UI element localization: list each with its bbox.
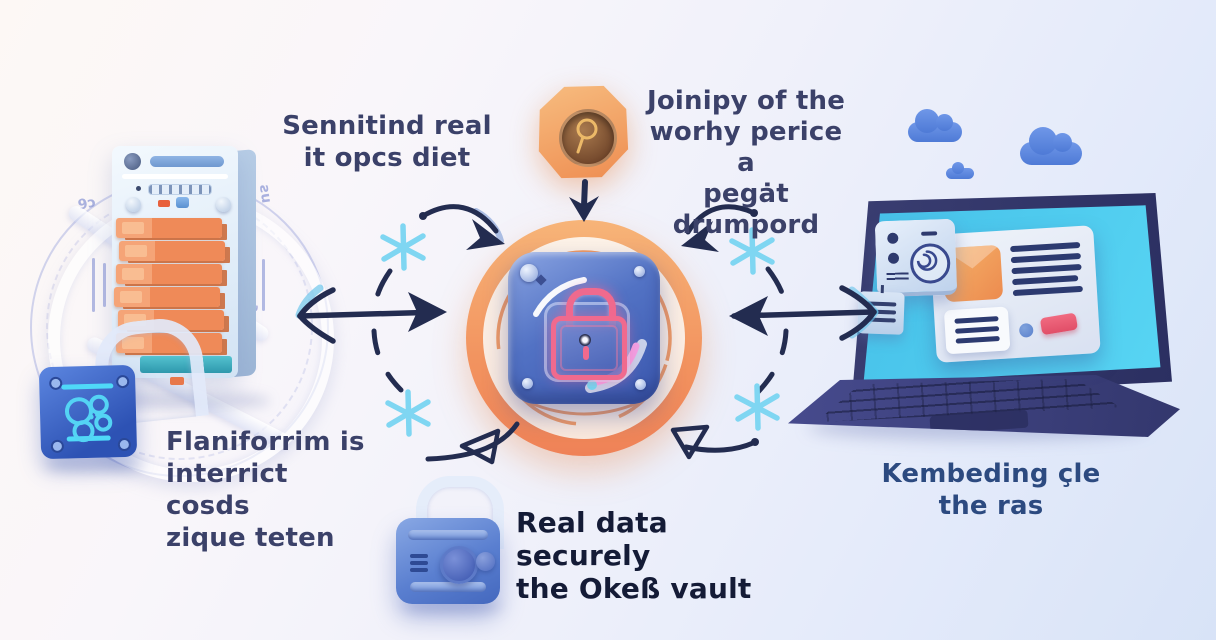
server-foot — [170, 377, 184, 385]
drive-tray — [119, 241, 225, 261]
key-badge-center — [559, 109, 617, 167]
pink-button-shape — [1039, 312, 1079, 336]
rivet — [522, 378, 533, 389]
note-card — [857, 284, 905, 335]
label-top-left: Sennitind real it opcs diet — [272, 110, 502, 174]
server-knob — [216, 197, 231, 212]
label-bottom-right: Kembeding çle the ras — [876, 458, 1106, 522]
keyhole-stem — [583, 346, 589, 360]
text-line — [955, 326, 1000, 334]
label-line: Joinipy of the — [646, 86, 846, 116]
curved-arrow-top-left — [419, 204, 505, 250]
rivet — [634, 266, 645, 277]
server-divider-line — [122, 174, 228, 179]
label-line: worhy perice a — [649, 117, 843, 178]
molecule-lock-icon — [38, 364, 138, 460]
note-antenna — [880, 284, 884, 294]
label-line: Kembeding çle — [881, 459, 1101, 489]
mini-note-card — [943, 306, 1011, 355]
label-line: interrict cosds — [166, 459, 288, 521]
rivet — [520, 264, 538, 282]
key-badge — [536, 84, 630, 180]
drive-tray — [116, 264, 222, 284]
dial-lock-icon — [396, 518, 500, 604]
lock-ridge — [408, 530, 488, 540]
server-dip-switches — [148, 184, 212, 195]
avatar-dot-icon — [887, 232, 899, 244]
server-base-strip — [140, 356, 232, 373]
stripe-rows — [886, 272, 909, 283]
label-top-right: Joinipy of the worhy perice a pegȧt drum… — [638, 86, 854, 241]
text-line — [1010, 252, 1081, 263]
dashed-arc-left — [371, 268, 404, 393]
server-mini-display — [176, 197, 189, 208]
dashed-arc-right — [755, 266, 789, 395]
drive-tray — [114, 287, 220, 307]
label-line: Sennitind real — [282, 111, 492, 141]
curved-arrow-bottom-left — [425, 421, 520, 465]
right-double-arrow — [729, 285, 879, 341]
dash-line — [921, 231, 938, 236]
label-line: pegȧt — [703, 179, 789, 209]
dial-knob — [440, 546, 478, 584]
molecule-icon — [64, 394, 113, 443]
text-line — [954, 316, 999, 324]
lock-slit — [410, 561, 428, 565]
lock-slit — [410, 554, 428, 558]
neon-padlock-icon — [551, 316, 627, 380]
lock-shackle — [416, 476, 504, 549]
text-line — [955, 336, 1000, 344]
rivet — [635, 379, 646, 390]
coin-spiral-icon — [909, 242, 951, 285]
secure-vault-panel — [508, 252, 660, 404]
rivet — [49, 376, 63, 391]
drive-tray — [116, 218, 222, 238]
text-line — [1012, 275, 1079, 285]
drive-tray — [118, 310, 224, 330]
label-line: drumpord — [672, 210, 820, 240]
rivet — [116, 374, 130, 389]
curved-arrow-bottom-right — [670, 424, 759, 460]
label-bottom-center: Real data securely the Okeß vault — [516, 506, 806, 605]
lock-ridge — [410, 582, 486, 592]
label-line: it opcs diet — [303, 143, 471, 173]
text-line — [865, 309, 897, 315]
dial-knob-small — [476, 552, 495, 571]
text-line — [1012, 285, 1083, 296]
keyhole-icon — [579, 334, 591, 346]
text-line — [1010, 241, 1081, 252]
lock-shadow — [44, 458, 144, 472]
text-line — [866, 301, 897, 307]
server-power-button — [124, 153, 141, 170]
cloud-icon — [946, 162, 974, 179]
label-line: the Okeß vault — [516, 572, 752, 605]
lock-slit — [410, 568, 428, 572]
cloud-icon — [1020, 127, 1082, 165]
label-line: zique teten — [166, 523, 335, 553]
text-line — [1011, 263, 1082, 274]
server-knob — [126, 197, 141, 212]
label-bottom-left: Flaniforrim is interrict cosds zique tet… — [166, 426, 380, 554]
label-line: Real data securely — [516, 506, 668, 572]
blue-dot-icon — [1018, 322, 1034, 338]
avatar-dot-icon — [887, 252, 900, 264]
label-line: Flaniforrim is — [166, 427, 365, 457]
cloud-icon — [908, 109, 962, 142]
drive-stack — [114, 218, 225, 356]
neon-padlock-shackle — [566, 288, 616, 327]
down-arrow — [569, 179, 599, 222]
server-led-dot — [136, 186, 141, 191]
decor-glyph: ƨu — [255, 183, 275, 205]
key-icon — [576, 118, 598, 154]
server-shadow — [110, 392, 270, 410]
server-status-light — [158, 200, 170, 207]
drive-tray — [116, 333, 222, 353]
lock-accent-line — [61, 383, 114, 390]
text-line — [865, 317, 896, 323]
server-vent-slot — [150, 156, 224, 167]
id-badge-card — [874, 218, 958, 298]
label-line: the ras — [938, 491, 1044, 521]
